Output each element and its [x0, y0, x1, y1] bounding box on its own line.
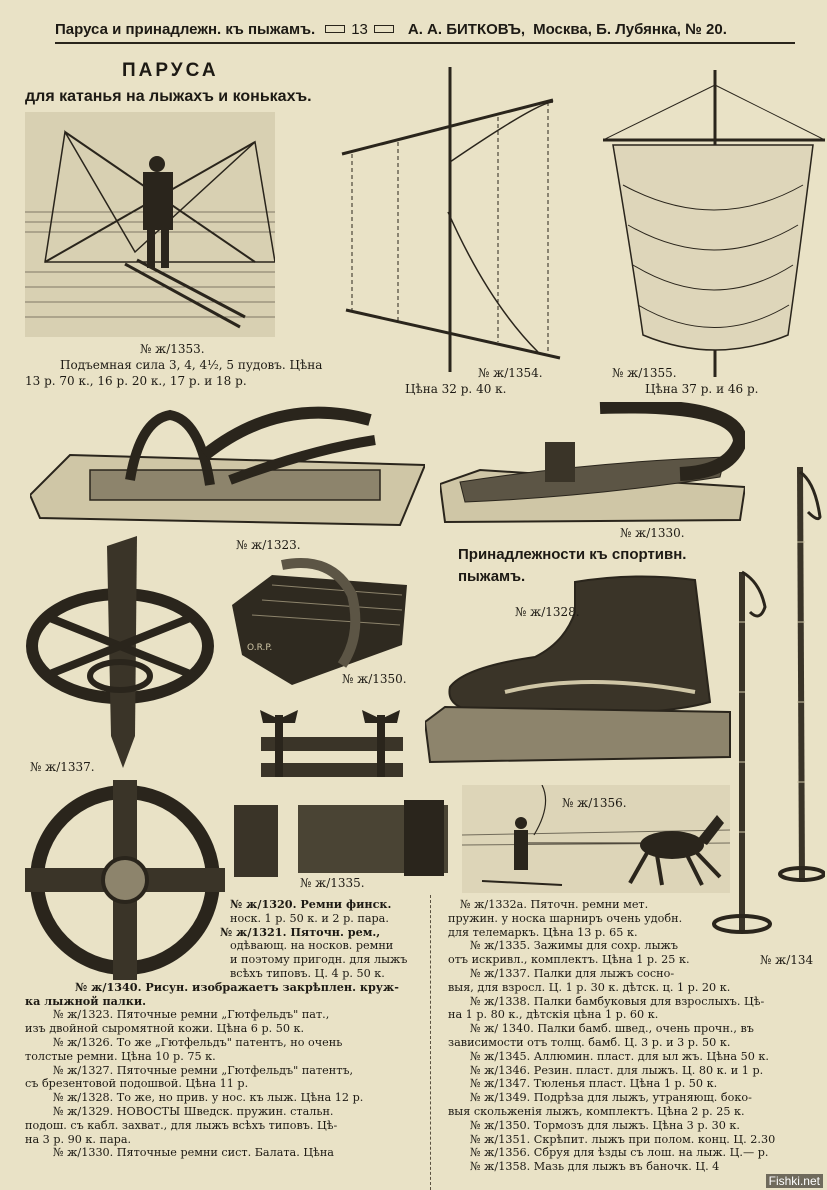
caption-1330: № ж/1330. — [620, 526, 685, 540]
left-line: одѣвающ. на носков. ремни — [230, 939, 394, 953]
caption-134: № ж/134 — [760, 953, 814, 967]
accessories-title-line2: пыжамъ. — [458, 568, 526, 585]
right-line: № ж/ 1340. Палки бамб. швед., очень проч… — [470, 1022, 754, 1036]
left-line: изъ двойной сыромятной кожи. Цѣна 6 р. 5… — [25, 1022, 305, 1036]
caption-1350: № ж/1350. — [342, 672, 407, 686]
right-line: № ж/1349. Подрѣза для лыжъ, утраняющ. бо… — [470, 1091, 752, 1105]
right-line: № ж/1358. Мазь для лыжъ въ баночк. Ц. 4 — [470, 1160, 720, 1174]
left-line: № ж/1340. Рисун. изображаетъ закрѣплен. … — [75, 979, 399, 994]
pole-basket-1340-illustration — [25, 780, 225, 980]
right-line: № ж/1345. Аллюмин. пласт. для ыл жъ. Цѣн… — [470, 1049, 769, 1063]
right-line: выя, для взросл. Ц. 1 р. 30 к. дѣтск. ц.… — [448, 980, 731, 994]
caption-1355-price: Цѣна 37 р. и 46 р. — [645, 382, 759, 396]
horse-skier-1356-illustration — [462, 785, 730, 893]
left-line: № ж/1327. Пяточные ремни „Гютфельдъ" пат… — [53, 1063, 354, 1077]
caption-1353-line2: 13 р. 70 к., 16 р. 20 к., 17 р. и 18 р. — [25, 374, 247, 388]
right-line: № ж/1332а. Пяточн. ремни мет. — [460, 898, 649, 911]
right-line: № ж/1346. Резин. пласт. для лыжъ. Ц. 80 … — [470, 1063, 764, 1077]
left-line: толстые ремни. Цѣна 10 р. 75 к. — [25, 1049, 216, 1063]
header-section-title: Паруса и принадлежн. къ пыжамъ. — [55, 20, 316, 38]
caption-1353: № ж/1353. — [140, 342, 205, 356]
sail-frame-1355-illustration — [603, 70, 825, 377]
left-line: № ж/1328. То же, но прив. у нос. къ лыж.… — [53, 1091, 364, 1105]
header-bar-left — [325, 25, 346, 33]
right-line: № ж/1356. Сбруя для ѣзды съ лош. на лыж.… — [470, 1146, 769, 1160]
binding-1323-illustration — [30, 406, 425, 527]
caption-1356: № ж/1356. — [562, 796, 627, 810]
left-line: съ брезентовой подошвой. Цѣна 11 р. — [25, 1077, 249, 1091]
sail-frame-1354-illustration — [341, 67, 561, 372]
accessories-title: Принадлежности къ спортивн. пыжамъ. — [458, 544, 686, 588]
left-line: № ж/1326. То же „Гютфельдъ" патентъ, но … — [53, 1035, 343, 1049]
right-line: № ж/1335. Зажимы для сохр. лыжъ — [470, 939, 678, 953]
left-line: № ж/1321. Пяточн. рем., — [220, 924, 381, 939]
right-line: № ж/1347. Тюленья пласт. Цѣна 1 р. 50 к. — [470, 1077, 718, 1091]
caption-1337: № ж/1337. — [30, 760, 95, 774]
right-line: № ж/1351. Скрѣпит. лыжъ при полом. конц.… — [470, 1132, 776, 1146]
caption-1354: № ж/1354. — [478, 366, 543, 380]
right-line: отъ искривл., комплектъ. Цѣна 1 р. 25 к. — [448, 953, 690, 967]
ski-poles-illustration — [712, 466, 825, 934]
accessories-title-line1: Принадлежности къ спортивн. — [458, 546, 687, 563]
brake-1350-illustration: O.R.P. — [232, 558, 407, 685]
header-bar-right — [373, 25, 394, 33]
left-line: № ж/1329. НОВОСТЫ Шведск. пружин. стальн… — [53, 1104, 334, 1118]
column-divider — [430, 895, 431, 1190]
sails-title: ПАРУСА — [122, 60, 219, 81]
boot-binding-1328-illustration — [425, 575, 731, 764]
watermark: Fishki.net — [765, 1174, 823, 1188]
pole-basket-1337-illustration — [26, 536, 214, 768]
page-header: Паруса и принадлежн. къ пыжамъ. 13 А. А.… — [55, 16, 795, 44]
right-line: № ж/1350. Тормозъ для лыжъ. Цѣна 3 р. 30… — [470, 1118, 740, 1132]
svg-text:O.R.P.: O.R.P. — [247, 643, 272, 653]
right-line: № ж/1338. Палки бамбуковыя для взрослыхъ… — [470, 994, 765, 1008]
left-line: ка лыжной палки. — [25, 993, 147, 1008]
header-publisher: А. А. БИТКОВЪ, — [407, 20, 526, 38]
left-text-column: № ж/1320. Ремни финск. носк. 1 р. 50 к. … — [25, 897, 425, 1160]
right-line: зависимости отъ толщ. бамб. Ц. 3 р. и 3 … — [448, 1035, 731, 1049]
clamp-illustration — [260, 710, 403, 777]
caption-1328: № ж/1328. — [515, 605, 580, 619]
right-line: № ж/1337. Палки для лыжъ сосно- — [470, 966, 675, 980]
sails-subtitle: для катанья на лыжахъ и конькахъ. — [25, 88, 312, 105]
skier-sail-illustration — [25, 112, 275, 337]
binding-1330-illustration — [440, 402, 745, 524]
left-line: № ж/1323. Пяточные ремни „Гютфельдъ" пат… — [53, 1008, 330, 1022]
left-line: подош. съ кабл. захват., для лыжъ всѣхъ … — [25, 1118, 338, 1132]
left-line: и поэтому пригодн. для лыжъ — [230, 953, 408, 967]
blocks-1335-illustration — [234, 800, 448, 877]
right-line: на 1 р. 80 к., дѣтскія цѣна 1 р. 60 к. — [448, 1008, 659, 1022]
caption-1353-line1: Подъемная сила 3, 4, 4½, 5 пудовъ. Цѣна — [60, 358, 323, 372]
right-text-column: № ж/1332а. Пяточн. ремни мет. пружин. у … — [448, 898, 798, 1174]
caption-1355: № ж/1355. — [612, 366, 677, 380]
left-line: на 3 р. 90 к. пара. — [25, 1132, 132, 1146]
left-line: № ж/1320. Ремни финск. — [230, 897, 392, 911]
caption-1354-price: Цѣна 32 р. 40 к. — [405, 382, 507, 396]
header-address: Москва, Б. Лубянка, № 20. — [533, 20, 727, 38]
right-line: для телемаркъ. Цѣна 13 р. 65 к. — [448, 925, 638, 939]
right-line: выя скольженія лыжъ, комплектъ. Цѣна 2 р… — [448, 1104, 745, 1118]
caption-1335: № ж/1335. — [300, 876, 365, 890]
page-number: 13 — [351, 20, 368, 38]
left-line: носк. 1 р. 50 к. и 2 р. пара. — [230, 911, 389, 925]
header-page-marker: 13 — [325, 21, 394, 38]
caption-1323: № ж/1323. — [236, 538, 301, 552]
left-line: № ж/1330. Пяточные ремни сист. Балата. Ц… — [53, 1146, 334, 1160]
right-line: пружин. у носка шарниръ очень удобн. — [448, 911, 683, 925]
left-line: всѣхъ типовъ. Ц. 4 р. 50 к. — [230, 966, 385, 980]
